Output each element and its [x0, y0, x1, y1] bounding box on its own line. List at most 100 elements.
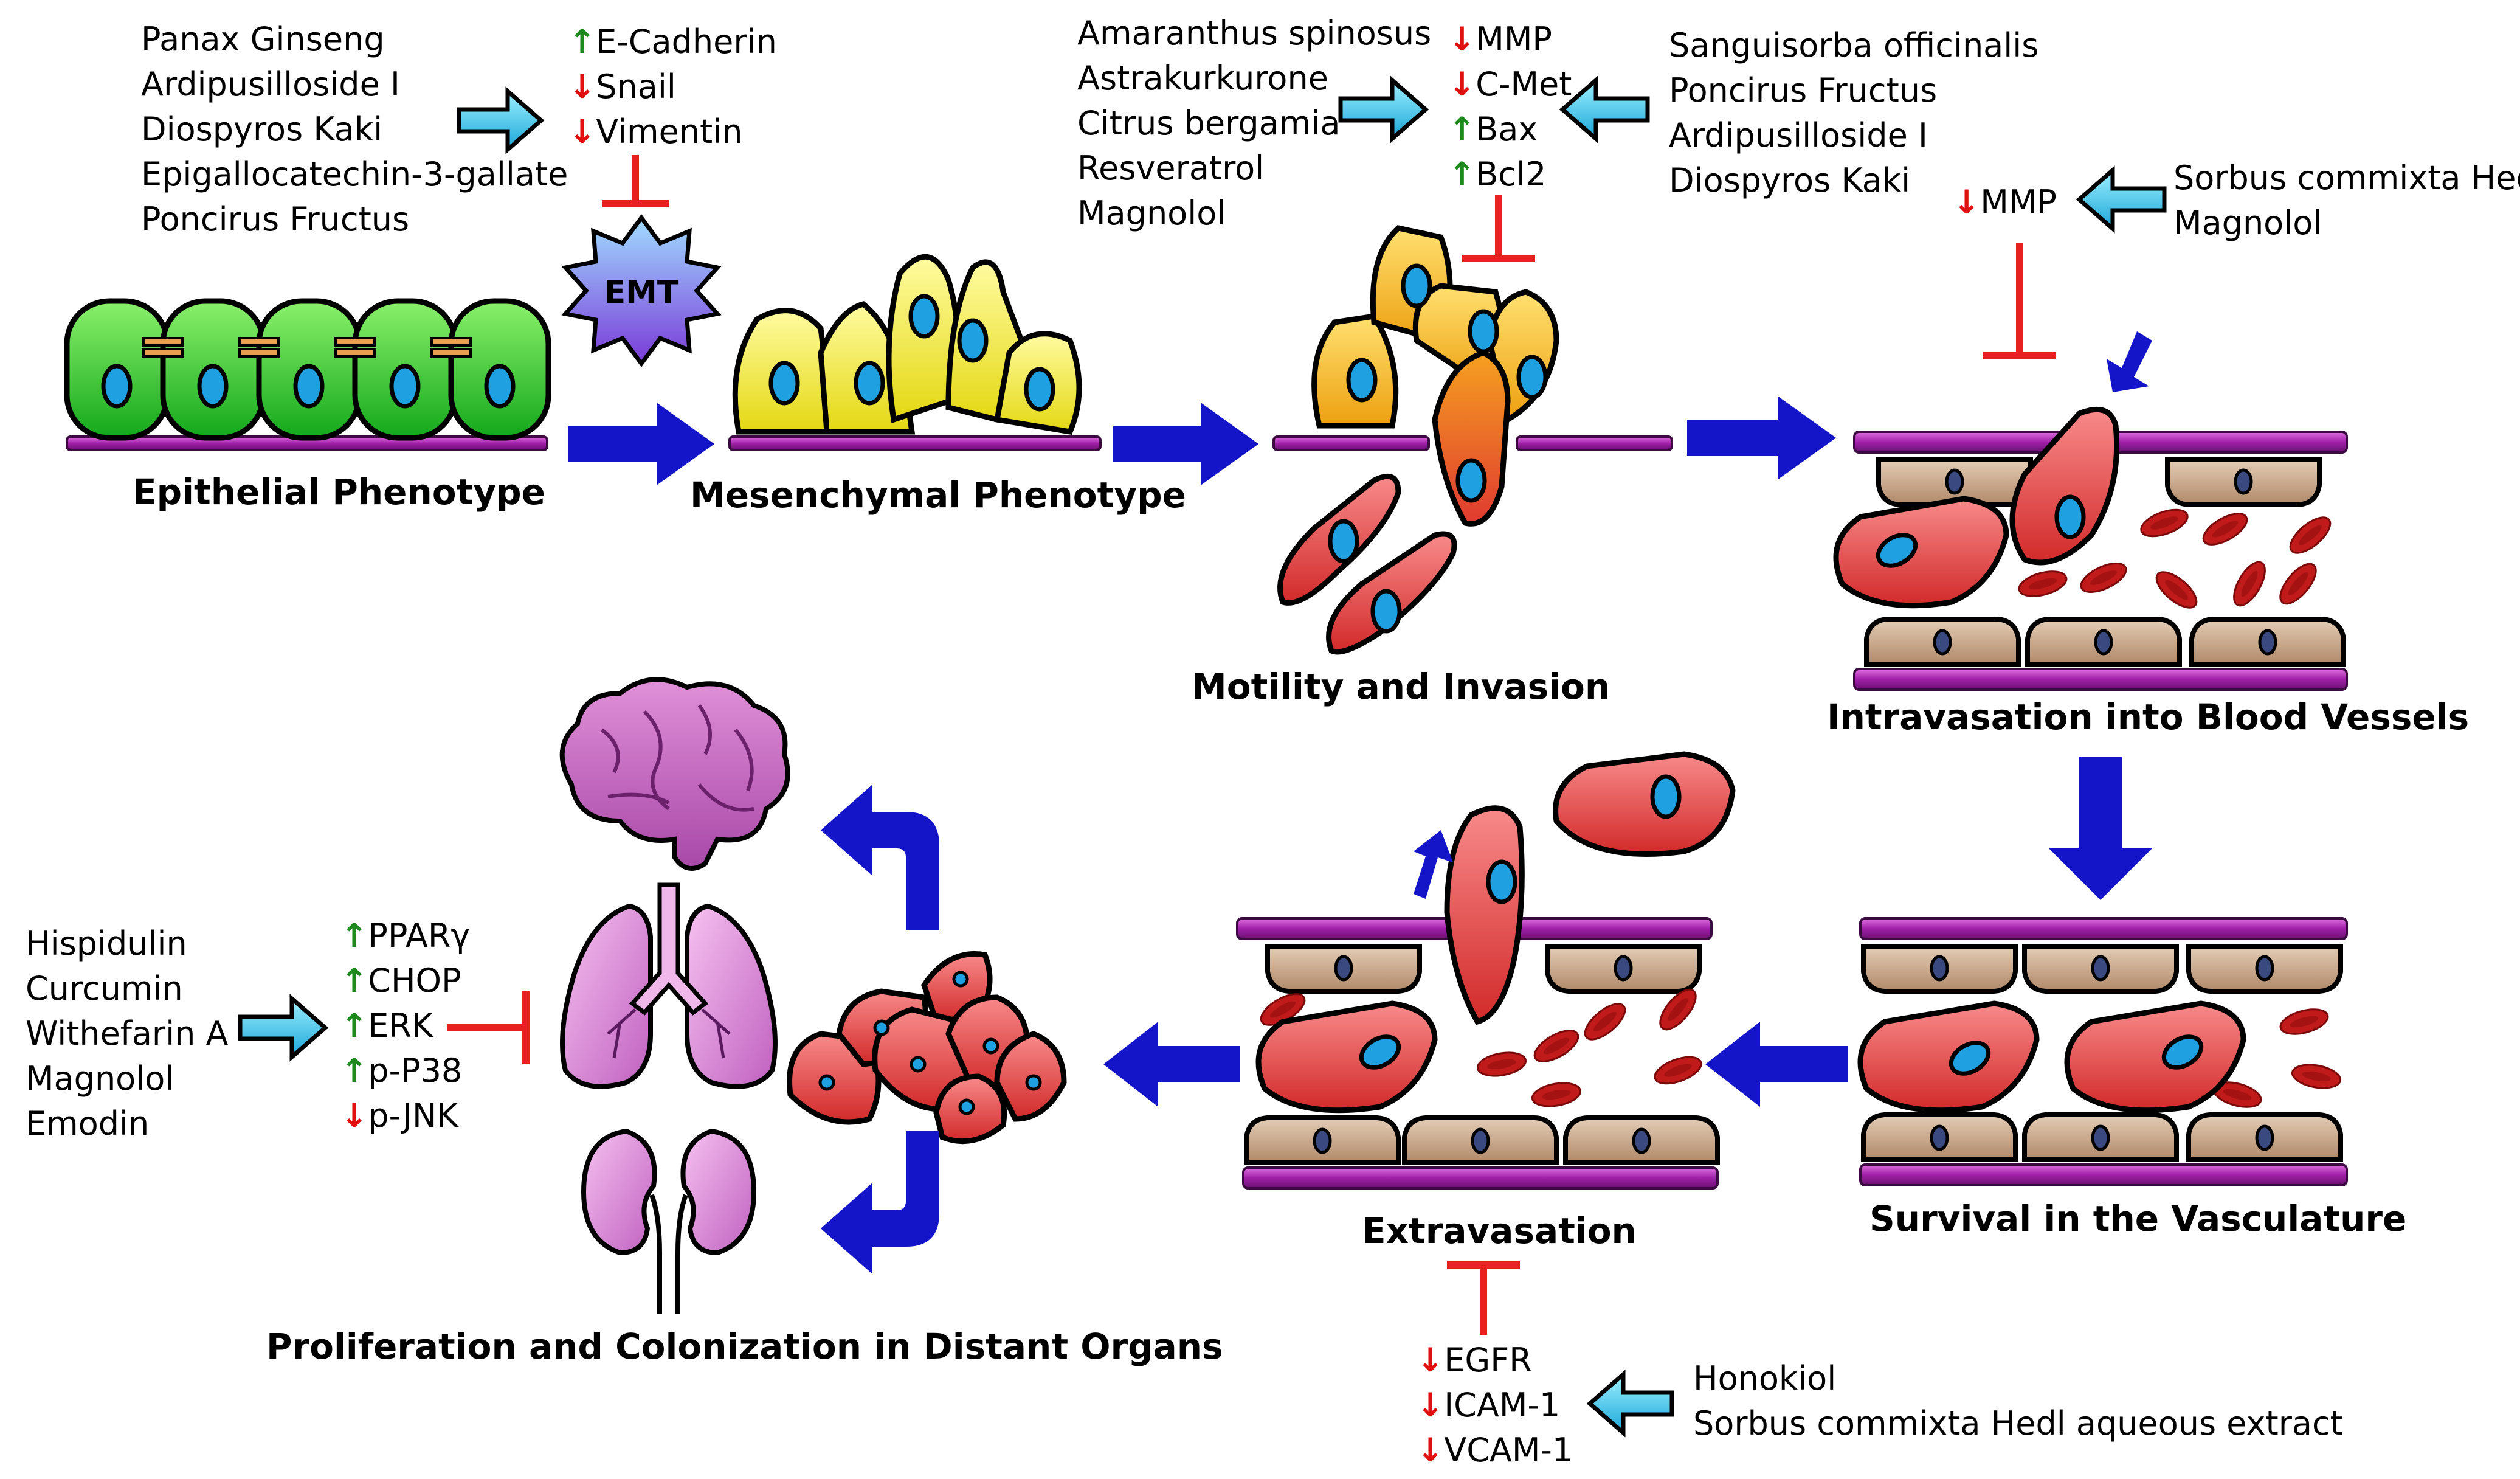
tumor-cluster: [787, 951, 1067, 1145]
marker: ↑Bax: [1448, 110, 1538, 148]
down-arrow-icon: ↓: [1417, 1341, 1445, 1379]
compound: Diospyros Kaki: [141, 110, 383, 148]
arrow-emt-compounds: [457, 86, 545, 154]
compound: Resveratrol: [1077, 149, 1265, 187]
compound: Withefarin A: [26, 1014, 229, 1053]
stage-label-mesenchymal: Mesenchymal Phenotype: [690, 474, 1186, 516]
compound: Hispidulin: [26, 924, 187, 963]
colonization-inhibition-symbol: [447, 991, 530, 1064]
arrow-motility-to-intravasation: [1687, 397, 1836, 479]
intravasation-vessel: [1833, 406, 2348, 691]
compound: Astrakurkurone: [1077, 59, 1328, 97]
compound: Honokiol: [1693, 1359, 1837, 1398]
down-arrow-icon: ↓: [1417, 1386, 1445, 1424]
arrow-colonization-compounds: [238, 994, 329, 1062]
emt-starburst: [561, 214, 722, 367]
compound: Amaranthus spinosus: [1077, 14, 1432, 52]
arrow-epithelial-to-mesenchymal: [568, 403, 714, 485]
up-arrow-icon: ↑: [340, 961, 368, 1000]
compound: Citrus bergamia: [1077, 104, 1341, 142]
arrow-intravasation-compounds: [2076, 165, 2167, 234]
arrow-intravasation-to-survival: [2049, 757, 2152, 900]
arrow-survival-to-extravasation: [1705, 1022, 1848, 1107]
intravasation-inhibition-symbol: [1983, 243, 2056, 359]
brain-icon: [559, 677, 790, 871]
down-arrow-icon: ↓: [1448, 65, 1476, 103]
marker: ↑ERK: [340, 1006, 433, 1045]
compound: Panax Ginseng: [141, 20, 385, 58]
stage-label-proliferation: Proliferation and Colonization in Distan…: [266, 1326, 1223, 1367]
extravasation-vessel: [1236, 751, 1736, 1190]
intravasation-compound-list: Sorbus commixta Hedl Magnolol: [2173, 162, 2520, 252]
marker: ↑Bcl2: [1448, 155, 1547, 193]
marker: ↓p-JNK: [340, 1096, 458, 1135]
arrow-motility-compounds-left: [1338, 75, 1429, 144]
down-arrow-icon: ↓: [1953, 183, 1981, 221]
survival-vessel: [1857, 917, 2348, 1186]
tumor-nuclei: [818, 971, 1042, 1115]
mesenchymal-cells: [732, 254, 1082, 435]
motility-membrane-left: [1272, 435, 1430, 451]
epithelial-cells: [64, 298, 551, 441]
stage-label-intravasation: Intravasation into Blood Vessels: [1827, 696, 2470, 738]
motility-compound-list-right: Sanguisorba officinalis Poncirus Fructus…: [1669, 29, 2038, 209]
stage-label-extravasation: Extravasation: [1362, 1210, 1637, 1252]
marker: ↑E-Cadherin: [568, 23, 777, 61]
marker: ↓EGFR: [1417, 1341, 1532, 1379]
arrow-extravasation-to-colonization: [1103, 1022, 1240, 1107]
down-arrow-icon: ↓: [568, 113, 596, 151]
colonization-marker-list: ↑PPARγ ↑CHOP ↑ERK ↑p-P38 ↓p-JNK: [340, 920, 470, 1145]
compound: Curcumin: [26, 969, 183, 1008]
marker: ↓ICAM-1: [1417, 1386, 1561, 1424]
extravasation-marker-list: ↓EGFR ↓ICAM-1 ↓VCAM-1: [1417, 1344, 1573, 1479]
compound: Epigallocatechin-3-gallate: [141, 155, 568, 193]
compound: Magnolol: [2173, 204, 2322, 242]
marker: ↓Snail: [568, 68, 676, 106]
up-arrow-icon: ↑: [340, 1051, 368, 1090]
intravasation-entry-arrow: [2107, 331, 2152, 392]
motility-marker-list: ↓MMP ↓C-Met ↑Bax ↑Bcl2: [1448, 23, 1572, 203]
compound: Sorbus commixta Hedl: [2173, 159, 2520, 197]
motility-compound-list-left: Amaranthus spinosus Astrakurkurone Citru…: [1077, 17, 1431, 242]
colonization-compound-list: Hispidulin Curcumin Withefarin A Magnolo…: [26, 927, 228, 1152]
kidneys-icon: [581, 1128, 757, 1314]
compound: Magnolol: [1077, 194, 1226, 232]
compound: Emodin: [26, 1104, 150, 1143]
arrow-extravasation-compounds: [1586, 1370, 1674, 1438]
curved-arrow-to-brain: [821, 785, 939, 930]
compound: Magnolol: [26, 1059, 174, 1098]
marker: ↓VCAM-1: [1417, 1431, 1573, 1469]
marker: ↑PPARγ: [340, 916, 471, 955]
compound: Diospyros Kaki: [1669, 161, 1911, 199]
up-arrow-icon: ↑: [340, 1006, 368, 1045]
compound: Ardipusilloside I: [1669, 116, 1928, 154]
motility-membrane-right: [1516, 435, 1673, 451]
compound: Poncirus Fructus: [141, 200, 410, 238]
down-arrow-icon: ↓: [1417, 1431, 1445, 1469]
up-arrow-icon: ↑: [340, 916, 368, 955]
up-arrow-icon: ↑: [1448, 110, 1476, 148]
lungs-icon: [560, 882, 778, 1089]
motility-inhibition-symbol: [1462, 195, 1535, 262]
up-arrow-icon: ↑: [568, 23, 596, 61]
arrow-mesenchymal-to-motility: [1113, 403, 1258, 485]
down-arrow-icon: ↓: [1448, 20, 1476, 58]
marker: ↓MMP: [1448, 20, 1552, 58]
compound: Ardipusilloside I: [141, 65, 400, 103]
compound: Sanguisorba officinalis: [1669, 26, 2039, 64]
down-arrow-icon: ↓: [568, 68, 596, 106]
arrow-motility-compounds-right: [1559, 75, 1650, 144]
marker: ↑p-P38: [340, 1051, 463, 1090]
intravasation-marker: ↓MMP: [1953, 183, 2057, 221]
marker: ↓C-Met: [1448, 65, 1572, 103]
stage-label-survival: Survival in the Vasculature: [1869, 1198, 2407, 1239]
emt-marker-list: ↑E-Cadherin ↓Snail ↓Vimentin: [568, 26, 777, 161]
stage-label-epithelial: Epithelial Phenotype: [133, 471, 546, 513]
down-arrow-icon: ↓: [340, 1096, 368, 1135]
curved-arrow-to-kidney: [821, 1131, 939, 1274]
compound: Sorbus commixta Hedl aqueous extract: [1693, 1404, 2343, 1443]
extravasation-compound-list: Honokiol Sorbus commixta Hedl aqueous ex…: [1693, 1362, 2343, 1452]
mesenchymal-membrane: [728, 435, 1102, 451]
emt-inhibition-symbol: [602, 155, 669, 207]
